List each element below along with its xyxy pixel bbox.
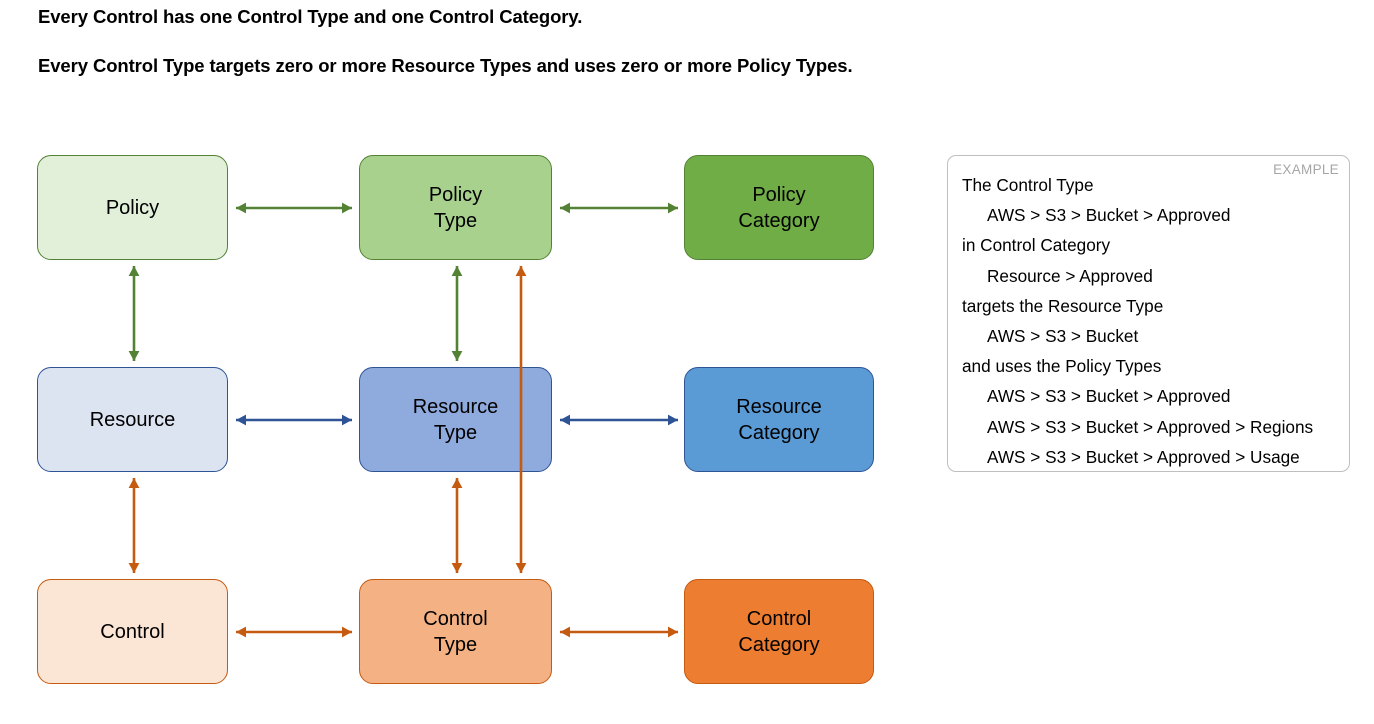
node-resource-category-label: Resource Category	[736, 395, 822, 444]
connector-resource-type-to-resource-category	[546, 409, 692, 431]
node-resource[interactable]: Resource	[37, 367, 228, 472]
example-line: AWS > S3 > Bucket > Approved	[987, 205, 1231, 226]
node-resource-category[interactable]: Resource Category	[684, 367, 874, 472]
node-policy-category[interactable]: Policy Category	[684, 155, 874, 260]
example-line: and uses the Policy Types	[962, 356, 1162, 377]
example-line: AWS > S3 > Bucket > Approved > Regions	[987, 416, 1314, 437]
connector-resource-to-control	[123, 466, 145, 586]
connector-policy-type-to-policy-category	[546, 197, 692, 219]
node-control[interactable]: Control	[37, 579, 228, 684]
heading-control-type-statement: Every Control Type targets zero or more …	[38, 55, 853, 76]
example-line: AWS > S3 > Bucket > Approved	[987, 386, 1231, 407]
node-control-label: Control	[100, 620, 165, 643]
example-line: Resource > Approved	[987, 265, 1153, 286]
node-policy-label: Policy	[105, 196, 160, 219]
connector-control-type-to-policy-type	[510, 254, 532, 586]
example-line: AWS > S3 > Bucket > Approved > Usage	[987, 446, 1300, 467]
example-line: AWS > S3 > Bucket	[987, 326, 1139, 347]
node-resource-label: Resource	[89, 408, 176, 431]
connector-policy-to-resource	[123, 254, 145, 374]
connector-control-to-control-type	[222, 621, 366, 643]
node-resource-type-label: Resource Type	[412, 395, 499, 444]
connector-policy-to-policy-type	[222, 197, 366, 219]
node-policy-category-label: Policy Category	[738, 183, 820, 232]
node-policy-type[interactable]: Policy Type	[359, 155, 552, 260]
node-control-category-label: Control Category	[738, 607, 820, 656]
connector-policy-type-to-resource-type	[446, 254, 468, 374]
node-policy-type-label: Policy Type	[428, 183, 483, 232]
node-control-type[interactable]: Control Type	[359, 579, 552, 684]
example-text-block: The Control Type AWS > S3 > Bucket > App…	[962, 170, 1339, 472]
example-panel: EXAMPLE The Control Type AWS > S3 > Buck…	[947, 155, 1350, 472]
connector-control-type-to-control-category	[546, 621, 692, 643]
example-line: targets the Resource Type	[962, 295, 1164, 316]
example-line: The Control Type	[962, 175, 1094, 195]
example-line: in Control Category	[962, 235, 1111, 256]
connector-resource-to-resource-type	[222, 409, 366, 431]
node-policy[interactable]: Policy	[37, 155, 228, 260]
node-control-category[interactable]: Control Category	[684, 579, 874, 684]
example-tag-label: EXAMPLE	[1273, 162, 1339, 177]
heading-control-statement: Every Control has one Control Type and o…	[38, 6, 583, 27]
connector-resource-type-to-control-type	[446, 466, 468, 586]
node-control-type-label: Control Type	[423, 607, 488, 656]
